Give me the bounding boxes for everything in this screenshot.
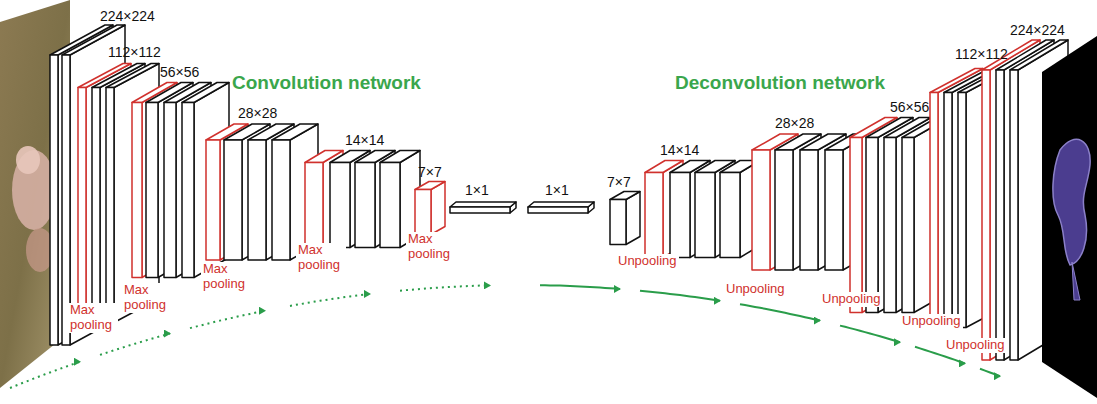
unpooling-label: Unpooling (900, 314, 963, 329)
dimension-label: 28×28 (775, 115, 814, 131)
layer-slab (206, 124, 248, 260)
layer-slab (850, 118, 897, 313)
dimension-label: 56×56 (890, 99, 929, 115)
dimension-label: 112×112 (108, 44, 161, 60)
flow-arrow (290, 294, 370, 306)
unpooling-label: Unpooling (944, 338, 1007, 353)
section-title: Deconvolution network (675, 72, 885, 94)
output-segmentation (1042, 36, 1097, 398)
dimension-label: 224×224 (100, 8, 155, 24)
pooling-label: Max pooling (406, 232, 456, 262)
flow-arrow (540, 285, 620, 289)
dimension-label: 1×1 (545, 182, 569, 198)
unpooling-label: Unpooling (724, 282, 787, 297)
dimension-label: 14×14 (345, 132, 384, 148)
flow-arrow (10, 362, 80, 388)
layer-slab (450, 202, 516, 213)
layer-slab (224, 124, 270, 260)
pooling-label: Max pooling (296, 243, 346, 273)
unpooling-label: Unpooling (616, 254, 679, 269)
pooling-label: Max pooling (68, 303, 118, 333)
dimension-label: 224×224 (1010, 22, 1065, 38)
pooling-label: Max pooling (201, 262, 251, 292)
layer-slab (528, 202, 594, 213)
layer-slab (775, 134, 821, 270)
pooling-label: Max pooling (122, 283, 172, 313)
flow-arrow (400, 285, 490, 290)
dimension-label: 14×14 (660, 142, 699, 158)
dimension-label: 112×112 (955, 46, 1008, 62)
layer-slab (415, 182, 445, 235)
layer-slab (248, 124, 294, 260)
dimension-label: 28×28 (238, 105, 277, 121)
flow-arrow (190, 311, 265, 328)
layer-slab (866, 118, 913, 313)
dimension-label: 7×7 (418, 164, 442, 180)
layer-slab (800, 134, 846, 270)
flow-arrow (740, 304, 820, 320)
dimension-label: 1×1 (465, 182, 489, 198)
flow-arrow (640, 291, 720, 301)
section-title: Convolution network (232, 72, 421, 94)
layer-slab (132, 83, 177, 278)
flow-arrow (840, 326, 900, 343)
flow-arrow (980, 369, 1000, 376)
flow-arrow (100, 334, 170, 355)
layer-slab (752, 134, 798, 270)
layer-slabs (50, 25, 1068, 360)
layer-slab (610, 192, 640, 245)
dimension-label: 7×7 (607, 174, 631, 190)
dimension-label: 56×56 (160, 64, 199, 80)
layer-slab (146, 83, 193, 278)
unpooling-label: Unpooling (820, 292, 883, 307)
